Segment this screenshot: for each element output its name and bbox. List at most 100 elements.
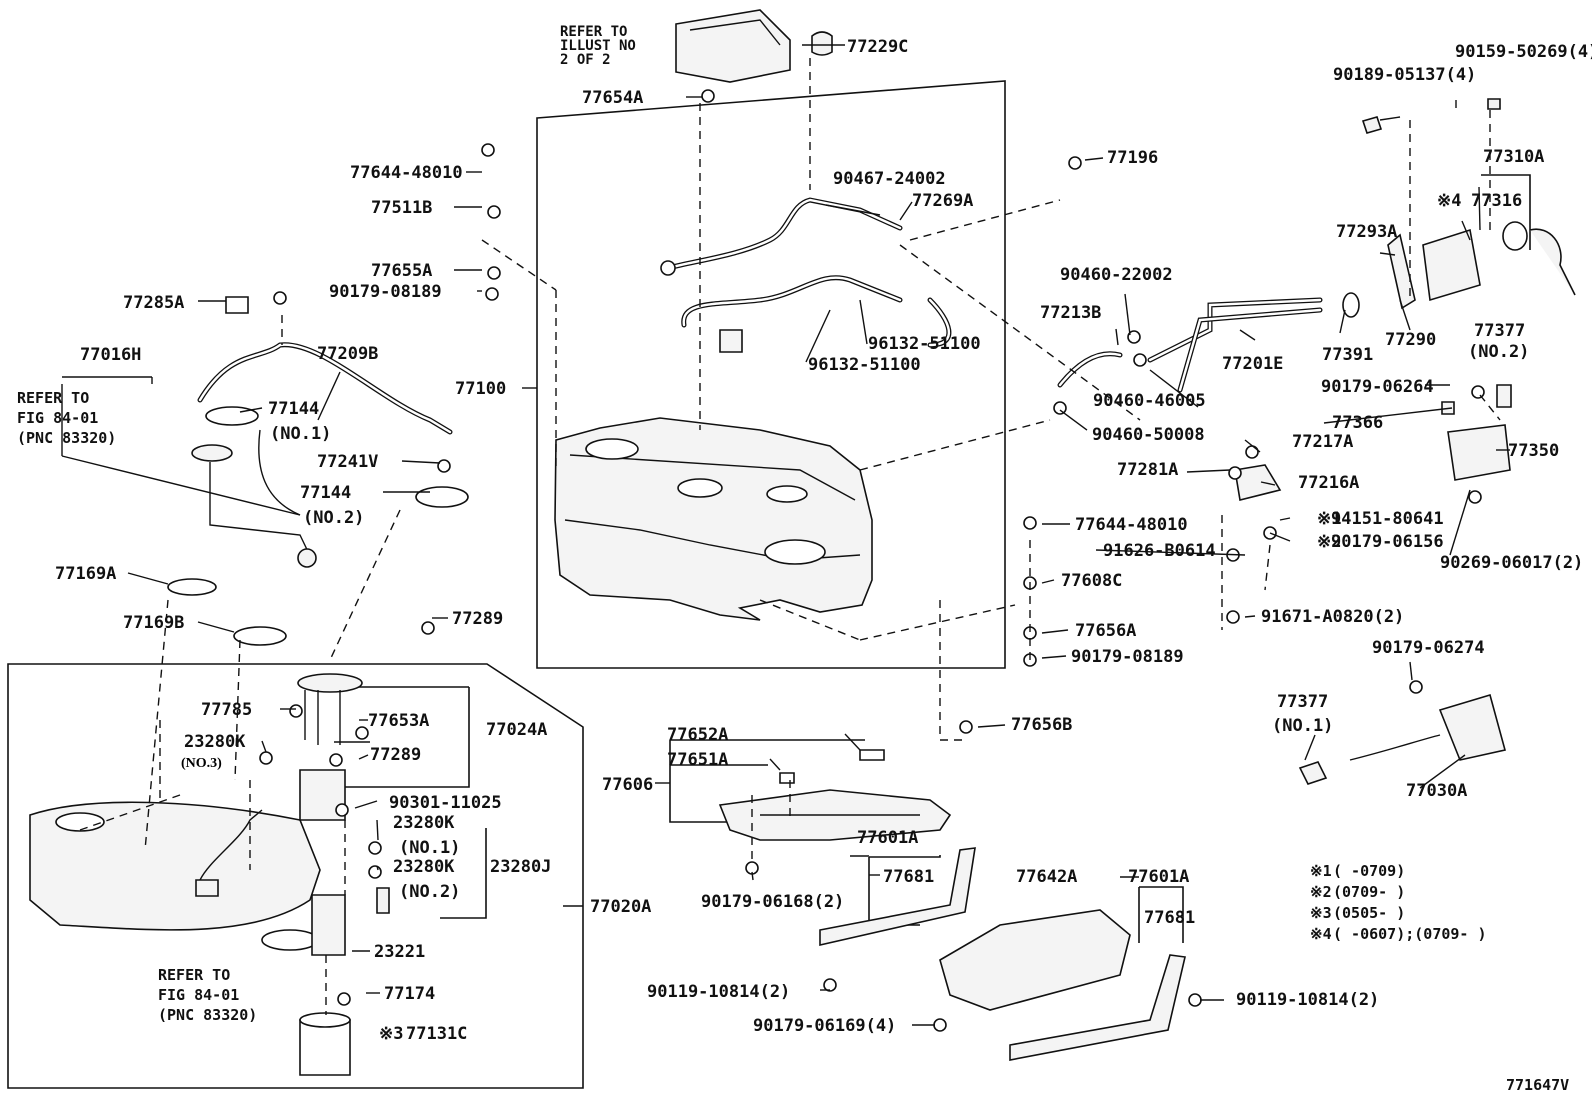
tank-port-2	[261, 929, 319, 951]
refer-note: REFER TO	[560, 24, 627, 40]
part-number-label: 90179-08189	[329, 282, 442, 302]
footnote-text: ( -0709)	[1333, 862, 1405, 880]
sub-label: (NO.1)	[270, 424, 331, 444]
part-number-label: 77201E	[1222, 354, 1283, 374]
refer-note: FIG 84-01	[158, 986, 239, 1004]
leader-line	[1095, 549, 1246, 556]
canister-detail	[689, 19, 781, 46]
leader-line	[1041, 655, 1067, 659]
bracket-77310A	[1481, 174, 1531, 250]
part-number-label: 23280K	[393, 813, 455, 833]
refer-note: REFER TO	[17, 389, 89, 407]
assembly-line	[909, 199, 1061, 241]
screw-90159	[1487, 98, 1501, 110]
part-number-label: 77651A	[667, 750, 728, 770]
part-number-label: 90460-50008	[1092, 425, 1205, 445]
part-number-label: 77293A	[1336, 222, 1397, 242]
filler-pipe	[1148, 298, 1322, 362]
part-number-label: 77310A	[1483, 147, 1544, 167]
leader-line	[1419, 754, 1466, 789]
sender-gauge	[191, 444, 233, 462]
leader-line	[977, 724, 1006, 728]
label-layer: 2322177100771747719677290773167735077366…	[17, 24, 1592, 1094]
nut-77654A	[701, 89, 715, 103]
leader-line	[401, 460, 441, 464]
part-number-label: 90179-06264	[1321, 377, 1434, 397]
fuel-door-77350	[1447, 424, 1511, 481]
leader-line	[1339, 309, 1346, 334]
refer-note: (PNC 83320)	[158, 1006, 257, 1024]
oring-23280K-3	[259, 751, 273, 765]
ring-77391	[1342, 292, 1360, 318]
sub-label: (NO.2)	[1468, 342, 1529, 362]
valve	[719, 329, 743, 353]
part-number-label: 77601A	[1128, 867, 1189, 887]
part-number-label: 77285A	[123, 293, 184, 313]
assembly-line	[1264, 544, 1271, 591]
leader-line	[1059, 409, 1088, 431]
bolt-91671	[1226, 610, 1240, 624]
leader-line	[899, 201, 913, 221]
leader-line	[769, 758, 781, 771]
footnote-mark: ※2	[1310, 883, 1332, 901]
leader-line	[1409, 661, 1413, 681]
filler-pipe-2	[1178, 308, 1322, 392]
clip-77241V	[437, 459, 451, 473]
tube-77174	[337, 992, 351, 1006]
bolt-10814-b	[1188, 993, 1202, 1007]
leader-line	[805, 309, 831, 363]
leader-line	[1041, 629, 1069, 634]
part-number-label: 77681	[1144, 908, 1195, 928]
part-number-label: 77030A	[1406, 781, 1467, 801]
bracket-77681	[869, 855, 941, 858]
leader-line	[1323, 407, 1453, 424]
clip-77229C	[811, 31, 833, 56]
tank-opening	[677, 478, 723, 498]
tank-opening	[766, 485, 808, 503]
oring-23280K-2	[368, 865, 382, 879]
part-number-label: 77131C	[406, 1024, 467, 1044]
gauge-wire	[258, 429, 301, 516]
vapor-hose-2	[682, 276, 902, 327]
cover-bracket	[669, 740, 738, 823]
leader-line	[358, 754, 369, 760]
grommet	[487, 205, 501, 219]
filler-hose	[1058, 352, 1122, 387]
tank-ridge	[569, 454, 856, 501]
washer	[487, 266, 501, 280]
part-number-label: 77608C	[1061, 571, 1122, 591]
leader-line	[751, 871, 754, 881]
part-number-label: 77656B	[1011, 715, 1072, 735]
pump-tank-section	[29, 801, 321, 931]
part-number-label: 23280K	[393, 857, 455, 877]
assembly-line	[859, 604, 1016, 641]
assembly-line	[79, 794, 181, 831]
vapor-hose	[665, 197, 903, 271]
leader-line	[354, 800, 378, 809]
part-number-label: 77289	[370, 745, 421, 765]
strap-77601A-2	[1009, 954, 1186, 1061]
strainer-top	[299, 1012, 351, 1028]
part-number-label: 77209B	[317, 344, 378, 364]
clip-77217A	[1245, 445, 1259, 459]
sub-label: ※4	[1437, 191, 1461, 211]
part-number-label: 77269A	[912, 191, 973, 211]
part-number-label: 77654A	[582, 88, 643, 108]
gasket-77316	[1502, 221, 1528, 251]
part-number-label: 90301-11025	[389, 793, 502, 813]
cover-bracket	[670, 739, 865, 766]
sub-label: ※1	[1317, 509, 1341, 529]
gauge-arm	[209, 462, 313, 561]
part-number-label: 77653A	[368, 711, 429, 731]
gasket-77169B	[233, 626, 287, 646]
part-number-label: 77350	[1508, 441, 1559, 461]
opener-77216A	[1234, 464, 1282, 501]
leader-line	[1260, 481, 1276, 486]
leader-line	[825, 204, 881, 216]
gauge-plug	[481, 143, 495, 157]
part-number-label: 90269-06017(2)	[1440, 553, 1583, 573]
parts-layer	[29, 9, 1576, 1076]
part-number-label: 77216A	[1298, 473, 1359, 493]
sub-label: (NO.2)	[303, 508, 364, 528]
